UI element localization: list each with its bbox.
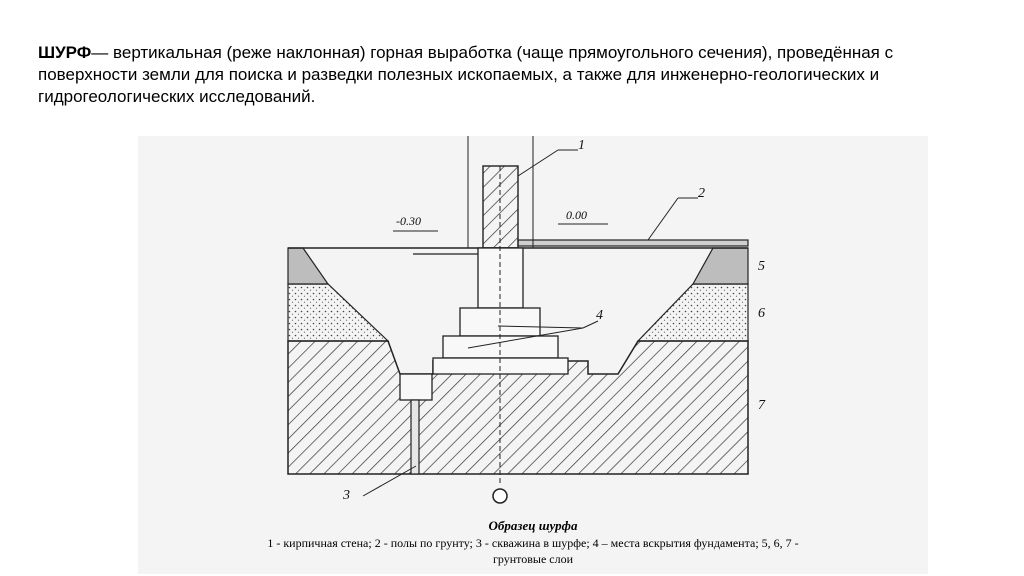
definition-text: — вертикальная (реже наклонная) горная в… — [38, 43, 894, 106]
label-3: 3 — [343, 488, 350, 503]
pit-drawing — [287, 136, 749, 504]
label-6: 6 — [758, 306, 765, 321]
label-5: 5 — [758, 259, 765, 274]
borehole — [410, 399, 420, 475]
label-1: 1 — [578, 138, 585, 153]
soil-layer-5-right — [691, 247, 749, 285]
borehole-casing — [399, 373, 433, 401]
floor-slab — [517, 239, 749, 247]
caption-text: 1 - кирпичная стена; 2 - полы по грунту;… — [138, 535, 928, 567]
caption-title: Образец шурфа — [488, 518, 578, 533]
label-mark-left: -0.30 — [396, 214, 421, 228]
term-shurf: ШУРФ — [38, 43, 92, 62]
label-4: 4 — [596, 308, 603, 323]
soil-layer-6-left — [287, 283, 390, 342]
soil-layer-5-left — [287, 247, 330, 285]
plumb-bob — [492, 488, 508, 504]
definition-paragraph: ШУРФ— вертикальная (реже наклонная) горн… — [38, 42, 988, 108]
label-mark-right: 0.00 — [566, 208, 587, 222]
label-7: 7 — [758, 398, 765, 413]
caption-line-2: грунтовые слои — [492, 552, 574, 566]
label-2: 2 — [698, 186, 705, 201]
caption-line-1: 1 - кирпичная стена; 2 - полы по грунту;… — [267, 536, 799, 550]
pit-diagram: 1 2 -0.30 0.00 4 5 6 7 3 Образец шурфа 1… — [138, 136, 928, 574]
soil-layer-6-right — [636, 283, 749, 342]
